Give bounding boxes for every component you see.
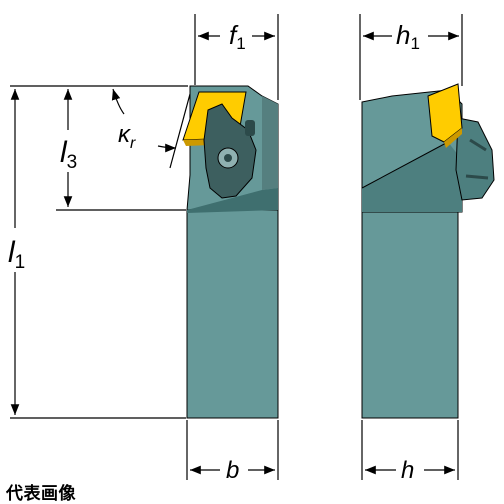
side-clamp bbox=[455, 117, 495, 201]
b-label: b bbox=[226, 457, 239, 484]
h-label: h bbox=[401, 457, 414, 484]
side-view bbox=[361, 83, 495, 419]
front-view bbox=[182, 85, 279, 419]
h1-label: h1 bbox=[396, 20, 420, 53]
l3-label: l3 bbox=[60, 136, 77, 173]
side-head-shadow bbox=[362, 142, 462, 212]
caption: 代表画像 bbox=[6, 484, 76, 504]
dimension-lines bbox=[10, 14, 463, 480]
front-head-shadow bbox=[187, 188, 278, 213]
l1-label: l1 bbox=[8, 236, 25, 273]
front-head-highlight bbox=[262, 96, 278, 190]
front-shank bbox=[186, 209, 279, 419]
kr-angle-arc bbox=[111, 88, 125, 115]
kr-label: κr bbox=[118, 121, 136, 152]
side-shank bbox=[361, 211, 459, 419]
f1-label: f1 bbox=[229, 20, 246, 53]
